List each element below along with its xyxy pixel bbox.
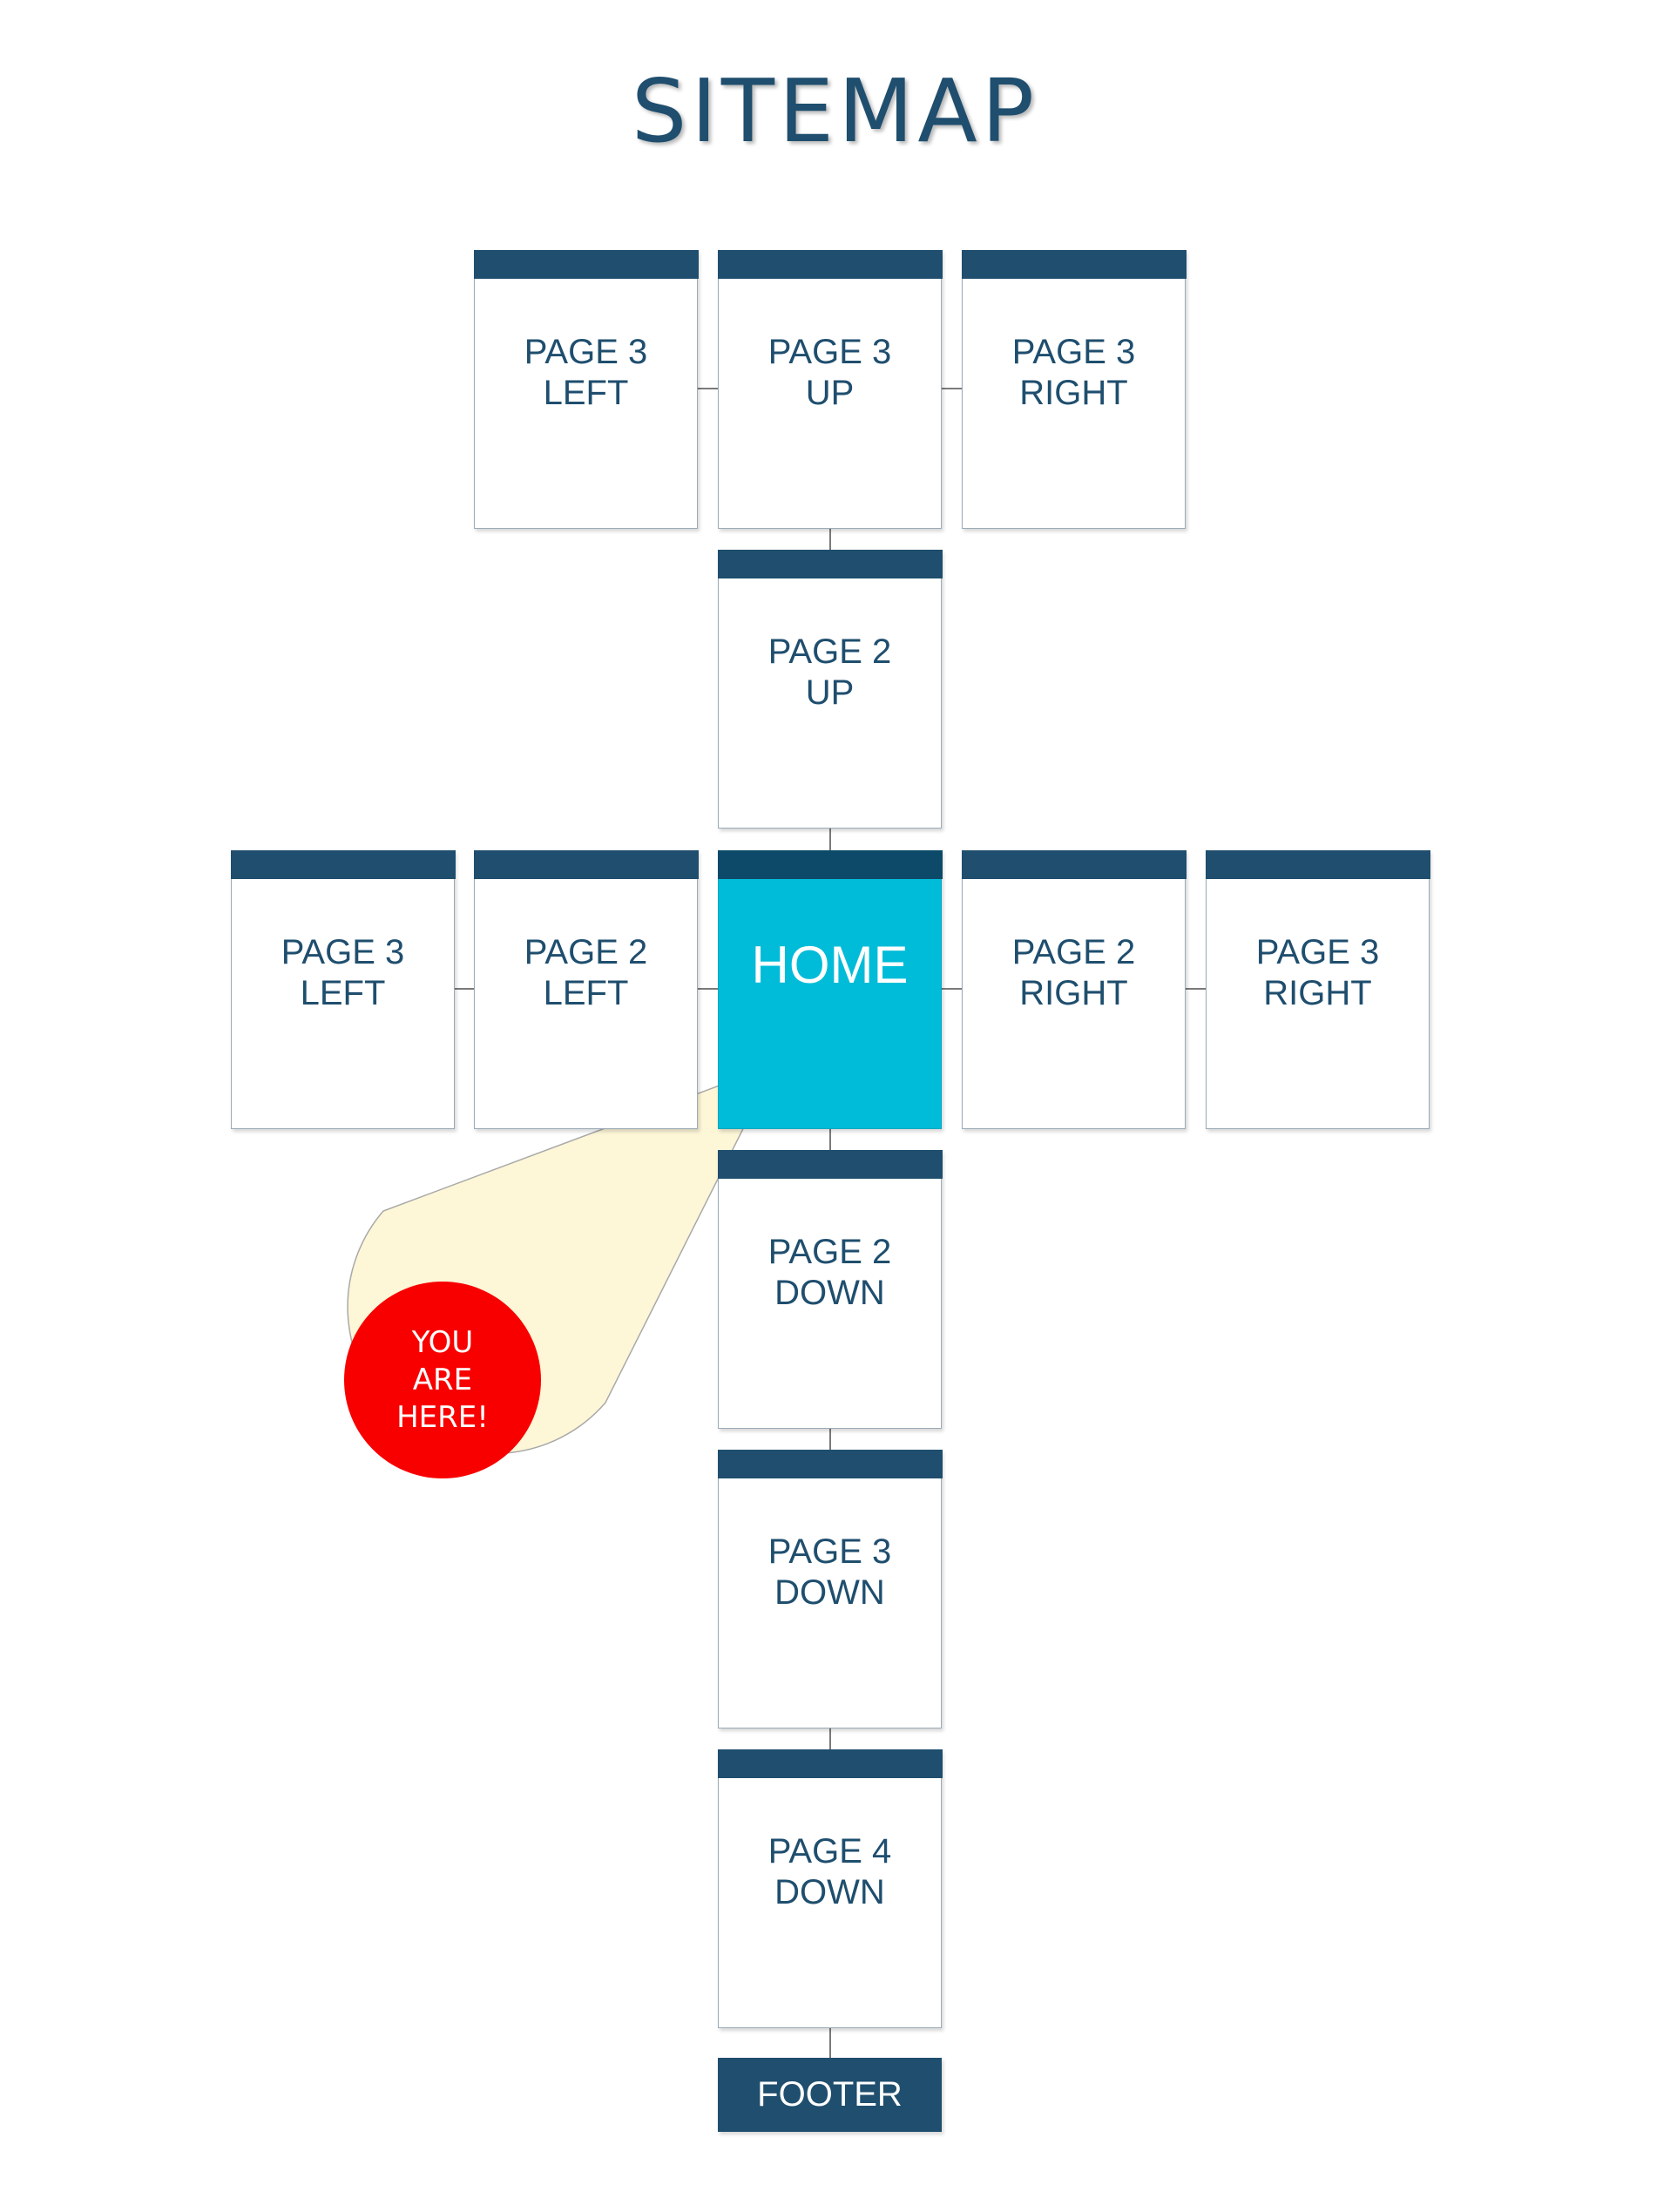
page4-down-card[interactable]: PAGE 4 DOWN [717, 1749, 943, 2028]
home-card[interactable]: HOME [717, 849, 943, 1129]
page3-left-card[interactable]: PAGE 3 LEFT [230, 849, 456, 1129]
page3-right-card[interactable]: PAGE 3 RIGHT [1205, 849, 1430, 1129]
page-title: SITEMAP [631, 60, 1039, 162]
page3-up-card[interactable]: PAGE 3 UP [717, 249, 943, 529]
card-header-bar [717, 1449, 943, 1478]
card-label: PAGE 4 DOWN [767, 1831, 892, 1911]
card-header-bar [230, 849, 456, 879]
page2-left-card[interactable]: PAGE 2 LEFT [473, 849, 699, 1129]
card-label: PAGE 3 UP [767, 332, 892, 412]
card-header-bar [961, 249, 1187, 279]
footer-block[interactable]: FOOTER [718, 2058, 942, 2132]
page3-up-right-card[interactable]: PAGE 3 RIGHT [961, 249, 1187, 529]
card-label: PAGE 3 DOWN [767, 1532, 892, 1612]
card-label: PAGE 3 LEFT [281, 932, 405, 1012]
card-label: PAGE 2 UP [767, 632, 892, 712]
card-label: PAGE 3 LEFT [524, 332, 648, 412]
card-label: PAGE 2 DOWN [767, 1232, 892, 1312]
page3-down-card[interactable]: PAGE 3 DOWN [717, 1449, 943, 1728]
card-header-bar [717, 1749, 943, 1778]
card-header-bar [717, 549, 943, 578]
card-label: PAGE 3 RIGHT [1011, 332, 1136, 412]
card-label: PAGE 2 LEFT [524, 932, 648, 1012]
card-label: PAGE 3 RIGHT [1255, 932, 1380, 1012]
page2-up-card[interactable]: PAGE 2 UP [717, 549, 943, 829]
page3-up-left-card[interactable]: PAGE 3 LEFT [473, 249, 699, 529]
card-header-bar [717, 249, 943, 279]
card-header-bar [717, 1149, 943, 1179]
card-header-bar [717, 849, 943, 879]
page2-down-card[interactable]: PAGE 2 DOWN [717, 1149, 943, 1429]
card-header-bar [961, 849, 1187, 879]
card-header-bar [473, 849, 699, 879]
card-label: PAGE 2 RIGHT [1011, 932, 1136, 1012]
card-header-bar [1205, 849, 1430, 879]
page2-right-card[interactable]: PAGE 2 RIGHT [961, 849, 1187, 1129]
home-label: HOME [751, 936, 909, 994]
card-header-bar [473, 249, 699, 279]
you-are-here-badge: YOU ARE HERE! [344, 1282, 541, 1478]
